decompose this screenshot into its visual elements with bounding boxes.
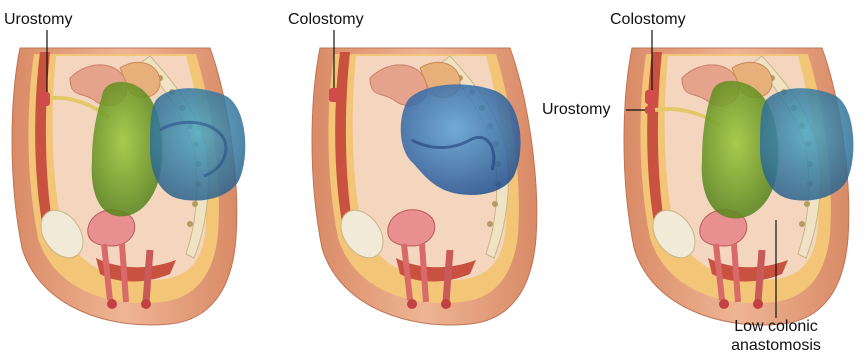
- panel-2-illustration: [312, 30, 537, 325]
- blue-radiation-field: [150, 88, 245, 200]
- panel-1-urostomy-label: Urostomy: [4, 11, 72, 29]
- blue-radiation-field: [760, 88, 853, 200]
- panel-3-colostomy-label: Colostomy: [610, 11, 686, 29]
- panel-3-anastomosis-label-line2: anastomosis: [716, 337, 836, 355]
- colostomy-stoma-icon: [329, 88, 339, 102]
- panel-3-anastomosis-label-line1: Low colonic: [716, 318, 836, 336]
- panel-3-urostomy-label: Urostomy: [542, 101, 610, 119]
- urostomy-stoma-icon: [40, 92, 50, 106]
- urostomy-stoma-icon: [645, 106, 655, 114]
- panel-2-colostomy-label: Colostomy: [288, 11, 364, 29]
- panel-1-illustration: [12, 30, 245, 325]
- colostomy-stoma-icon: [645, 90, 655, 104]
- panel-3-illustration: [624, 30, 853, 325]
